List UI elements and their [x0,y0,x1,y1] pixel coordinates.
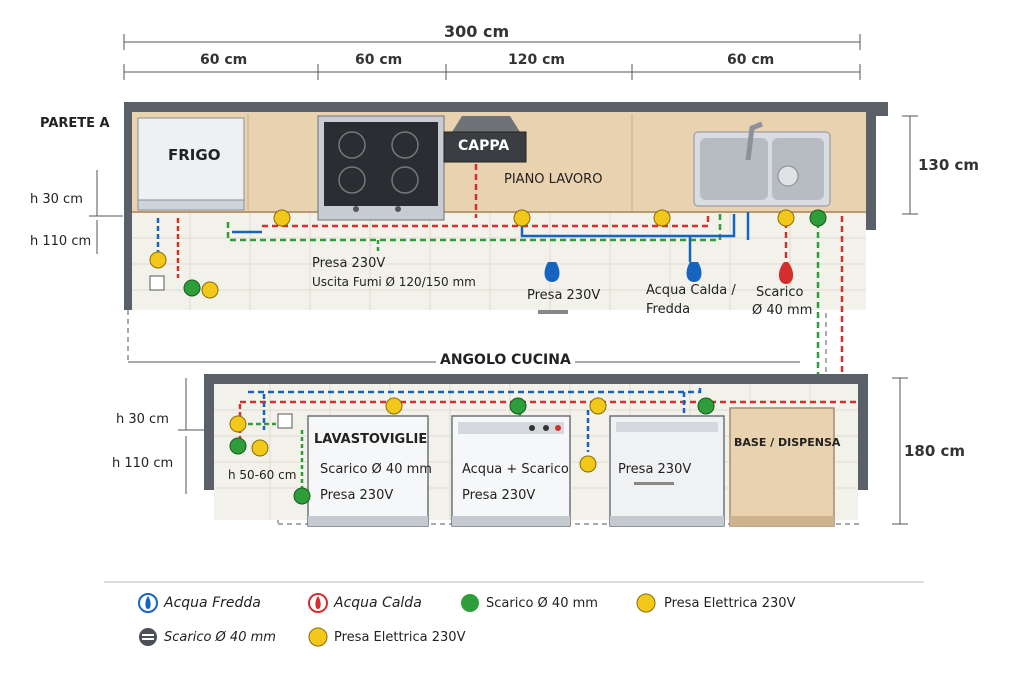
dimension-seg4: 60 cm [727,52,775,68]
wall-a-h30: h 30 cm [30,192,83,207]
fridge-label: FRIGO [168,146,221,164]
dimension-seg2: 60 cm [355,52,403,68]
drain-label-line2: Ø 40 mm [752,303,813,318]
water-label-line2: Fredda [646,302,691,317]
sink-unit [693,121,831,207]
legend-cold-water: Acqua Fredda [164,595,261,611]
water-label-line1: Acqua Calda / [646,283,736,298]
lower-h30: h 30 cm [116,412,169,427]
wall-a-title: PARETE A [40,116,110,131]
oven-outlet: Presa 230V [618,462,692,477]
legend-hot-water: Acqua Calda [334,595,422,611]
legend-icons [138,593,656,647]
lower-h110: h 110 cm [112,456,174,471]
washer-outlet: Presa 230V [462,488,536,503]
lower-symbols [229,397,715,505]
hood-unit [443,116,527,163]
lower-pipes [232,384,860,490]
wall-a-symbols [149,209,827,314]
worktop-label: PIANO LAVORO [504,172,603,187]
hood-outlet-label: Presa 230V [312,256,386,271]
dimension-bottom-height: 180 cm [904,442,966,460]
washer-water-drain: Acqua + Scarico [462,462,569,477]
fridge-unit [137,117,245,211]
hood-label: CAPPA [458,138,510,154]
dimension-top-height: 130 cm [918,156,980,174]
lower-h5060: h 50-60 cm [228,468,297,482]
center-outlet-label: Presa 230V [527,288,601,303]
corner-label: ANGOLO CUCINA [436,352,575,368]
legend-drain-grey: Scarico Ø 40 mm [164,630,276,645]
drain-label-line1: Scarico [756,285,804,300]
dimension-seg1: 60 cm [200,52,248,68]
lower-appliances [307,407,835,527]
legend-power-yellow-2: Presa Elettrica 230V [334,630,466,645]
dimension-total: 300 cm [444,22,510,41]
dishwasher-title: LAVASTOVIGLIE [314,432,428,447]
wall-a-h110: h 110 cm [30,234,92,249]
legend-power-yellow: Presa Elettrica 230V [664,596,796,611]
hood-exhaust-label: Uscita Fumi Ø 120/150 mm [312,275,476,289]
legend-drain-green: Scarico Ø 40 mm [486,596,598,611]
dishwasher-drain: Scarico Ø 40 mm [320,462,432,477]
dishwasher-outlet: Presa 230V [320,488,394,503]
pantry-label: BASE / DISPENSA [734,436,841,449]
cooktop-unit [317,115,445,221]
dimension-seg3: 120 cm [508,52,565,68]
